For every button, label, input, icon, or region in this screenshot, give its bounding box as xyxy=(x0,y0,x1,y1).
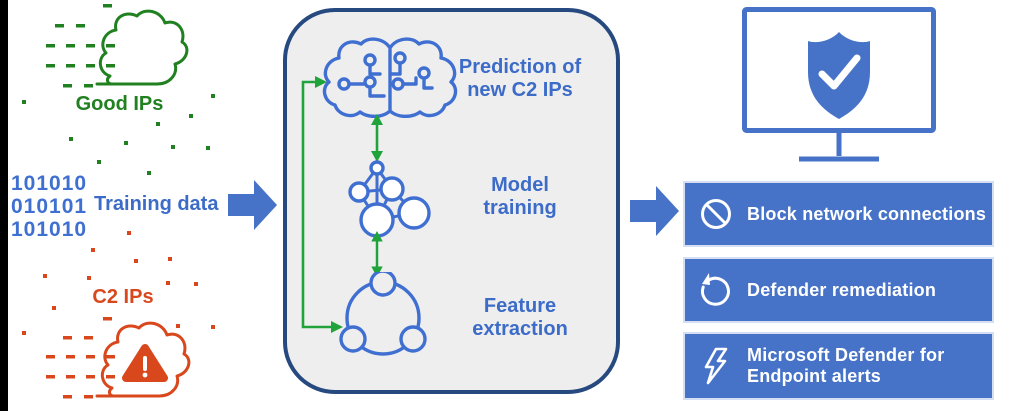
banner-label-line: Endpoint alerts xyxy=(747,366,882,386)
stage-label-line: Model xyxy=(491,174,549,196)
banner-defender-endpoint-alerts: Microsoft Defender for Endpoint alerts xyxy=(683,332,994,400)
binary-line: 010101 xyxy=(11,195,88,218)
banner-label: Microsoft Defender for Endpoint alerts xyxy=(747,345,944,387)
block-icon xyxy=(701,199,731,229)
stage-label-model-training: Model training xyxy=(446,174,594,220)
ai-brain-icon xyxy=(322,37,458,118)
protected-monitor-icon xyxy=(742,7,936,162)
binary-line: 101010 xyxy=(11,172,88,195)
double-arrow-icon xyxy=(371,231,383,277)
c2-ips-label: C2 IPs xyxy=(92,286,154,308)
banner-label: Block network connections xyxy=(747,203,987,224)
feature-extraction-icon xyxy=(339,272,427,356)
stage-label-feature-extraction: Feature extraction xyxy=(446,295,594,341)
binary-data-text: 101010 010101 101010 xyxy=(11,172,87,241)
binary-line: 101010 xyxy=(11,218,88,241)
double-arrow-icon xyxy=(371,114,383,162)
training-data-label: Training data xyxy=(94,193,219,215)
good-ips-cloud-icon xyxy=(95,9,189,86)
shield-check-icon xyxy=(808,32,870,119)
ml-pipeline-box xyxy=(283,8,620,394)
banner-label: Defender remediation xyxy=(747,279,937,300)
stage-label-line: Prediction of xyxy=(458,56,582,78)
banner-defender-remediation: Defender remediation xyxy=(683,257,994,323)
c2-warning-cloud-icon xyxy=(95,321,191,398)
stage-label-line: training xyxy=(483,197,557,219)
stage-label-line: Feature xyxy=(483,295,557,317)
stage-label-line: extraction xyxy=(472,318,568,340)
lightning-icon xyxy=(704,347,728,385)
model-training-network-icon xyxy=(348,160,431,238)
refresh-icon xyxy=(701,273,730,306)
good-ips-label: Good IPs xyxy=(75,93,164,115)
banner-block-network: Block network connections xyxy=(683,181,994,247)
left-black-bar xyxy=(0,0,8,411)
stage-label-prediction: Prediction of new C2 IPs xyxy=(446,56,594,102)
flow-arrow-icon xyxy=(630,186,679,236)
warning-triangle-icon xyxy=(122,344,168,382)
banner-label-line: Microsoft Defender for xyxy=(747,345,945,365)
feedback-loop-arrow xyxy=(301,76,343,333)
flow-arrow-icon xyxy=(228,180,277,230)
stage-label-line: new C2 IPs xyxy=(467,79,573,101)
